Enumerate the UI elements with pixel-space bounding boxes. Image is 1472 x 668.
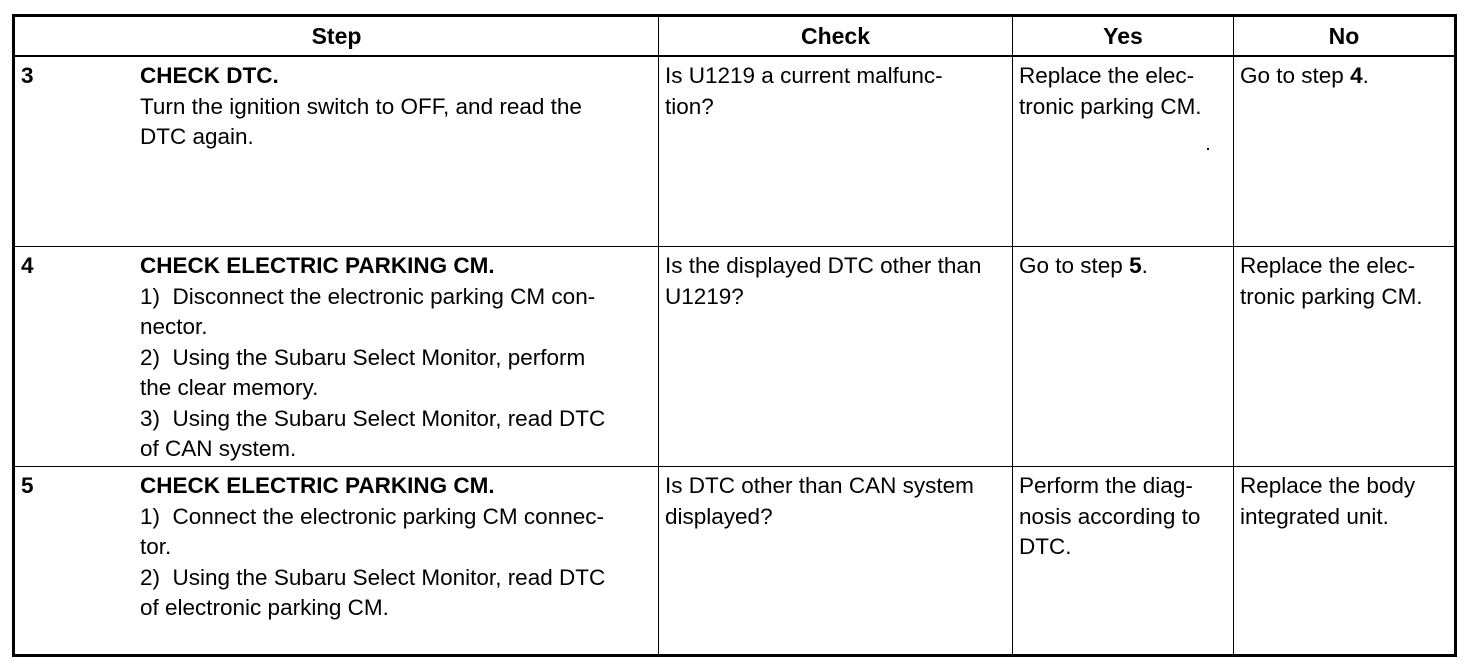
step-line: 2) Using the Subaru Select Monitor, read…: [140, 564, 606, 590]
step-line: DTC again.: [140, 124, 254, 149]
table-row-step-3: 3 CHECK DTC. Turn the ignition switch to…: [13, 55, 1456, 247]
yes-line: Perform the diag-: [1019, 473, 1193, 498]
step-title: CHECK ELECTRIC PARKING CM.: [140, 473, 495, 498]
no-text: Go to step: [1240, 63, 1351, 88]
check-line: U1219?: [665, 283, 744, 309]
diagnostic-table: Step Check Yes No 3 CHECK DTC. Turn the …: [12, 14, 1457, 657]
check-line: Is DTC other than CAN system: [665, 473, 974, 498]
step-cell: 5 CHECK ELECTRIC PARKING CM. 1) Connect …: [13, 466, 659, 656]
yes-line: Go to step 5.: [1019, 251, 1227, 282]
step-body: CHECK ELECTRIC PARKING CM. 1) Connect th…: [140, 471, 652, 624]
table-row-step-4: 4 CHECK ELECTRIC PARKING CM. 1) Disconne…: [13, 246, 1456, 467]
yes-text: Go to step: [1019, 253, 1130, 278]
no-line: Replace the elec-: [1240, 253, 1416, 278]
step-line: 2) Using the Subaru Select Monitor, perf…: [140, 344, 586, 370]
step-line: 1) Connect the electronic parking CM con…: [140, 503, 604, 529]
header-step: Step: [13, 15, 659, 57]
no-line: Replace the body: [1240, 473, 1416, 498]
header-check: Check: [658, 15, 1013, 57]
check-line: Is U1219 a current malfunc-: [665, 63, 943, 88]
yes-line: Replace the elec-: [1019, 63, 1195, 88]
check-cell: Is the displayed DTC other than U1219?: [658, 246, 1013, 467]
step-body: CHECK ELECTRIC PARKING CM. 1) Disconnect…: [140, 251, 652, 465]
step-number: 5: [21, 473, 34, 498]
stray-dot: [1207, 148, 1209, 150]
step-line: 3) Using the Subaru Select Monitor, read…: [140, 405, 606, 431]
yes-cell: Perform the diag- nosis according to DTC…: [1012, 466, 1234, 656]
no-line: Go to step 4.: [1240, 61, 1448, 92]
step-reference: 5: [1129, 253, 1142, 278]
step-number: 3: [21, 63, 34, 88]
no-line: integrated unit.: [1240, 503, 1389, 529]
check-line: displayed?: [665, 503, 773, 529]
step-line: of CAN system.: [140, 436, 297, 461]
step-body: CHECK DTC. Turn the ignition switch to O…: [140, 61, 652, 153]
yes-line: nosis according to: [1019, 503, 1201, 529]
yes-line: tronic parking CM.: [1019, 93, 1202, 119]
no-line: tronic parking CM.: [1240, 283, 1423, 309]
step-line: 1) Disconnect the electronic parking CM …: [140, 283, 596, 309]
yes-suffix: .: [1141, 253, 1148, 278]
check-cell: Is U1219 a current malfunc- tion?: [658, 55, 1013, 247]
header-no: No: [1233, 15, 1456, 57]
yes-cell: Go to step 5.: [1012, 246, 1234, 467]
check-line: tion?: [665, 93, 714, 119]
step-reference: 4: [1350, 63, 1363, 88]
step-title: CHECK DTC.: [140, 63, 279, 88]
step-line: tor.: [140, 534, 172, 559]
check-line: Is the displayed DTC other than: [665, 253, 982, 278]
no-suffix: .: [1362, 63, 1369, 88]
no-cell: Replace the elec- tronic parking CM.: [1233, 246, 1456, 467]
step-line: the clear memory.: [140, 375, 319, 400]
header-row: Step Check Yes No: [13, 15, 1456, 57]
yes-line: DTC.: [1019, 534, 1072, 559]
yes-cell: Replace the elec- tronic parking CM.: [1012, 55, 1234, 247]
step-line: nector.: [140, 314, 208, 339]
no-cell: Replace the body integrated unit.: [1233, 466, 1456, 656]
check-cell: Is DTC other than CAN system displayed?: [658, 466, 1013, 656]
no-cell: Go to step 4.: [1233, 55, 1456, 247]
step-number: 4: [21, 253, 34, 278]
step-line: Turn the ignition switch to OFF, and rea…: [140, 93, 582, 119]
step-cell: 4 CHECK ELECTRIC PARKING CM. 1) Disconne…: [13, 246, 659, 467]
step-cell: 3 CHECK DTC. Turn the ignition switch to…: [13, 55, 659, 247]
header-yes: Yes: [1012, 15, 1234, 57]
step-title: CHECK ELECTRIC PARKING CM.: [140, 253, 495, 278]
step-line: of electronic parking CM.: [140, 595, 389, 620]
table-row-step-5: 5 CHECK ELECTRIC PARKING CM. 1) Connect …: [13, 466, 1456, 656]
